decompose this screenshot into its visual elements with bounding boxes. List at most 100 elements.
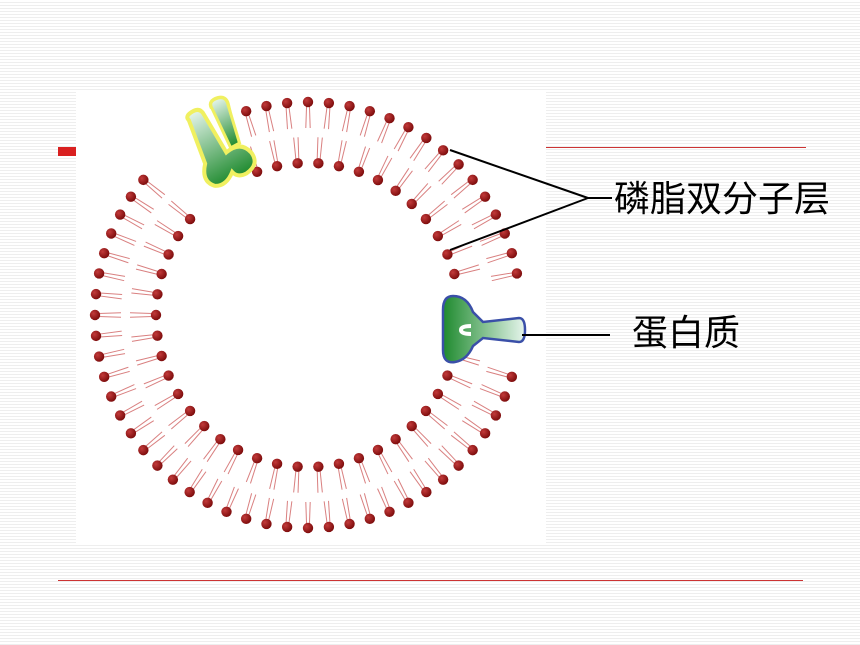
- lipid-head: [138, 174, 149, 186]
- lipid-head: [271, 458, 283, 470]
- lipid-head: [163, 249, 174, 260]
- lipid-head: [156, 268, 167, 280]
- lipid-head: [372, 444, 384, 456]
- lipid-head: [384, 113, 395, 124]
- lipid-head: [152, 460, 163, 471]
- lipid-head: [313, 461, 324, 472]
- lipid-head: [232, 444, 244, 456]
- bottom-rule-line: [58, 580, 803, 581]
- lipid-head: [432, 388, 444, 400]
- lipid-head: [251, 453, 263, 464]
- lipid-head: [172, 388, 184, 400]
- protein-right-icon: [441, 294, 527, 364]
- lipid-head: [202, 497, 213, 509]
- lipid-head: [281, 521, 293, 533]
- lipid-head: [114, 209, 126, 220]
- lipid-head: [261, 100, 272, 112]
- lipid-head: [353, 166, 365, 177]
- lipid-head: [152, 289, 163, 300]
- lipid-head: [184, 486, 195, 498]
- lipid-head: [106, 228, 117, 239]
- lipid-head: [499, 391, 510, 402]
- lipid-head: [390, 185, 401, 197]
- lipid-head: [506, 371, 518, 383]
- lipid-head: [420, 405, 432, 417]
- lipid-head: [261, 518, 272, 530]
- lipid-head: [437, 145, 449, 156]
- lipid-head: [406, 198, 417, 210]
- lipid-head: [421, 486, 432, 498]
- lipid-head: [453, 460, 464, 471]
- lipid-head: [302, 522, 314, 534]
- lipid-head: [506, 247, 518, 259]
- lipid-head: [184, 405, 196, 417]
- lipid-head: [251, 166, 263, 177]
- lipid-head: [442, 370, 453, 381]
- lipid-head: [215, 433, 226, 445]
- lipid-head: [442, 249, 453, 260]
- protein-top-left-icon: [185, 95, 257, 188]
- lipid-head: [403, 121, 414, 133]
- lipid-bilayer-label: 磷脂双分子层: [614, 179, 831, 220]
- lipid-head: [403, 497, 414, 509]
- lipid-head: [302, 96, 314, 108]
- lipid-head: [323, 97, 335, 109]
- lipid-head: [420, 213, 432, 225]
- lipid-head: [163, 370, 174, 381]
- top-accent-block: [58, 147, 78, 156]
- lipid-head: [98, 371, 110, 383]
- lipid-head: [390, 433, 401, 445]
- lipid-head: [114, 410, 126, 421]
- lipid-head: [333, 160, 345, 172]
- lipid-head: [372, 174, 384, 186]
- lipid-head: [172, 230, 184, 242]
- lipid-head: [240, 513, 252, 525]
- lipid-head: [106, 391, 117, 402]
- lipid-head: [125, 428, 137, 439]
- lipid-head: [292, 461, 303, 472]
- lipid-head: [90, 330, 102, 342]
- lipid-bilayer-leader-lines: [449, 149, 612, 251]
- protein-label: 蛋白质: [632, 313, 741, 354]
- lipid-head: [199, 420, 210, 432]
- lipid-head: [152, 330, 163, 341]
- lipid-head: [453, 159, 464, 170]
- lipid-head: [323, 521, 335, 533]
- lipid-head: [344, 100, 355, 112]
- lipid-head: [467, 174, 478, 186]
- lipid-head: [89, 309, 101, 321]
- lipid-head: [384, 506, 395, 517]
- lipid-head: [333, 458, 345, 470]
- lipid-head: [138, 444, 149, 456]
- lipid-head: [467, 444, 478, 456]
- lipid-head: [344, 518, 355, 530]
- lipid-head: [281, 97, 293, 109]
- lipid-head: [150, 309, 162, 321]
- lipid-head: [490, 209, 502, 220]
- lipid-head: [449, 268, 460, 280]
- lipid-head: [221, 506, 232, 517]
- lipid-head: [93, 268, 105, 279]
- lipid-head: [156, 350, 167, 362]
- lipid-head: [184, 213, 196, 225]
- lipid-head: [353, 453, 365, 464]
- lipid-head: [432, 230, 444, 242]
- lipid-head: [406, 420, 417, 432]
- lipid-head: [292, 158, 303, 169]
- lipid-head: [364, 105, 376, 117]
- lipid-head: [490, 410, 502, 421]
- lipid-head: [364, 513, 376, 525]
- lipid-head: [479, 191, 491, 202]
- lipid-head: [313, 158, 324, 169]
- phospholipid-heads: [89, 96, 523, 534]
- lipid-head: [98, 247, 110, 259]
- lipid-head: [271, 160, 283, 172]
- lipid-head: [240, 105, 252, 117]
- lipid-head: [511, 268, 523, 279]
- lipid-head: [421, 132, 432, 144]
- lipid-head: [125, 191, 137, 202]
- lipid-head: [479, 428, 491, 439]
- lipid-head: [93, 351, 105, 362]
- lipid-head: [90, 288, 102, 300]
